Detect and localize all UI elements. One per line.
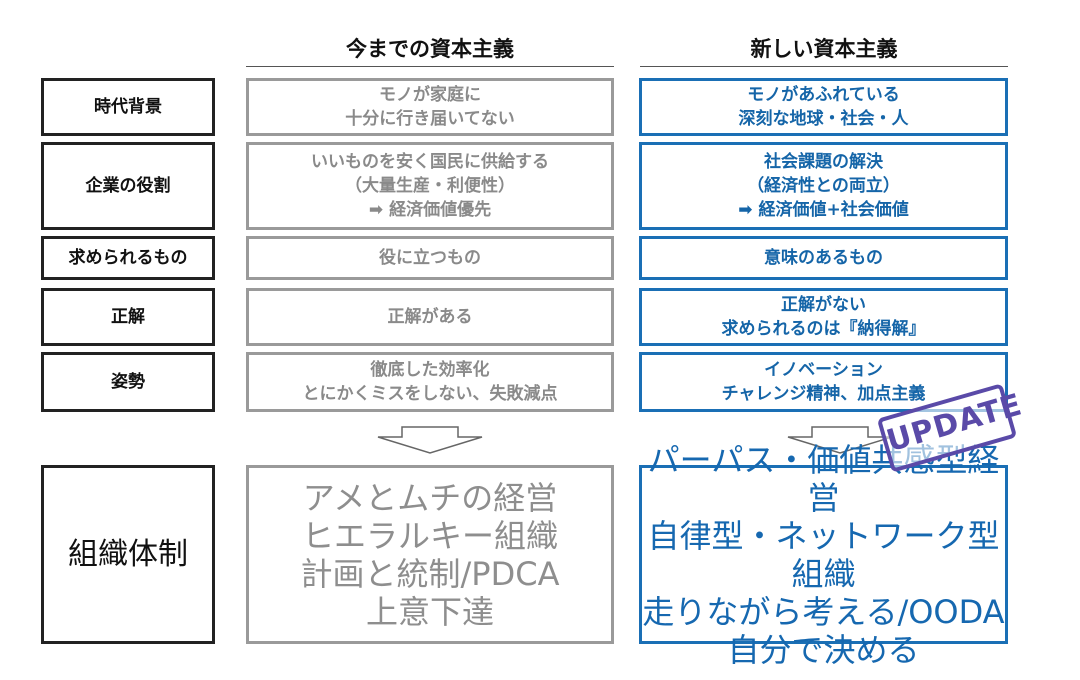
down-arrow-icon [787,426,893,454]
old-capitalism-header: 今までの資本主義 [246,32,614,67]
row-label-answer: 正解 [41,288,215,346]
new-answer-cell: 正解がない求められるのは『納得解』 [639,288,1008,346]
old-what-is-wanted-cell: 役に立つもの [246,236,614,280]
new-era-cell: モノがあふれている深刻な地球・社会・人 [639,78,1008,136]
new-what-is-wanted-cell: 意味のあるもの [639,236,1008,280]
old-era-cell: モノが家庭に十分に行き届いてない [246,78,614,136]
old-company-role-cell: いいものを安く国民に供給する（大量生産・利便性）➡ 経済価値優先 [246,142,614,230]
new-company-role-cell: 社会課題の解決（経済性との両立）➡ 経済価値+社会価値 [639,142,1008,230]
old-answer-cell: 正解がある [246,288,614,346]
row-label-attitude: 姿勢 [41,352,215,412]
row-label-organization: 組織体制 [41,465,215,644]
old-attitude-cell: 徹底した効率化とにかくミスをしない、失敗減点 [246,352,614,412]
row-label-company-role: 企業の役割 [41,142,215,230]
new-capitalism-header: 新しい資本主義 [640,32,1008,67]
new-attitude-cell: イノベーションチャレンジ精神、加点主義 [639,352,1008,412]
row-label-what-is-wanted: 求められるもの [41,236,215,280]
down-arrow-icon [377,426,483,454]
row-label-era: 時代背景 [41,78,215,136]
